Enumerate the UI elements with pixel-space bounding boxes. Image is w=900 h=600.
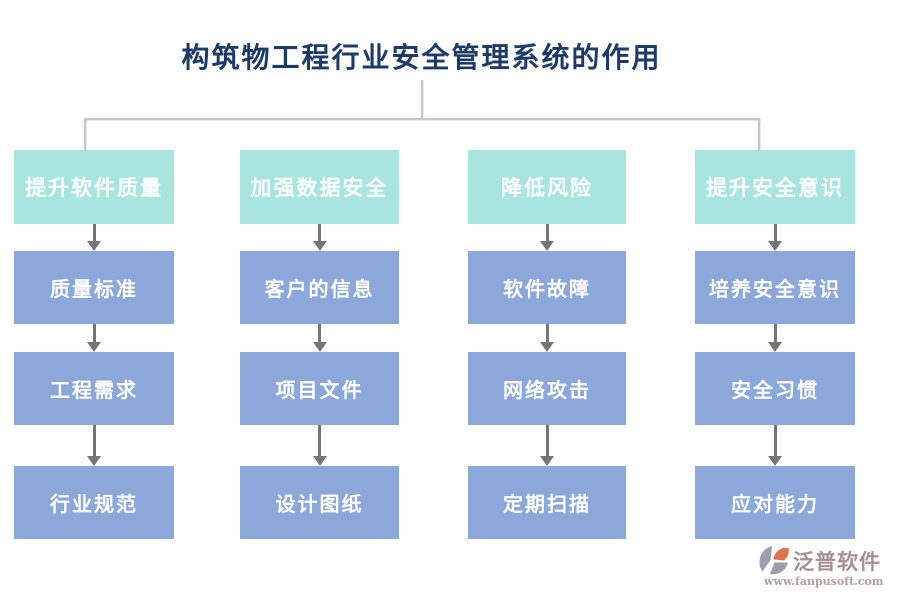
header-node: 提升软件质量 — [14, 150, 174, 224]
item-node: 设计图纸 — [240, 466, 399, 539]
item-node: 行业规范 — [14, 466, 174, 539]
down-arrow-icon — [240, 224, 399, 251]
header-node: 降低风险 — [468, 150, 626, 224]
connector-left-drop-line — [84, 118, 86, 150]
down-arrow-icon — [14, 224, 174, 251]
column-improve-safety-awareness: 提升安全意识 培养安全意识 安全习惯 应对能力 — [695, 150, 855, 539]
item-node: 项目文件 — [240, 352, 399, 425]
down-arrow-icon — [468, 425, 626, 466]
item-node: 工程需求 — [14, 352, 174, 425]
connector-right-drop-line — [758, 118, 760, 150]
down-arrow-icon — [468, 324, 626, 352]
item-node: 质量标准 — [14, 251, 174, 324]
page-title: 构筑物工程行业安全管理系统的作用 — [181, 41, 662, 74]
header-node: 加强数据安全 — [240, 150, 399, 224]
connector-stem-line — [421, 80, 423, 118]
column-strengthen-data-security: 加强数据安全 客户的信息 项目文件 设计图纸 — [240, 150, 399, 539]
item-node: 软件故障 — [468, 251, 626, 324]
down-arrow-icon — [695, 425, 855, 466]
vendor-logo: 泛普软件 www.fanpusoft.com — [758, 545, 894, 588]
down-arrow-icon — [695, 324, 855, 352]
down-arrow-icon — [14, 324, 174, 352]
column-improve-software-quality: 提升软件质量 质量标准 工程需求 行业规范 — [14, 150, 174, 539]
item-node: 培养安全意识 — [695, 251, 855, 324]
vendor-url: www.fanpusoft.com — [764, 575, 884, 588]
down-arrow-icon — [695, 224, 855, 251]
fanpu-pinwheel-icon — [759, 546, 789, 575]
header-node: 提升安全意识 — [695, 150, 855, 224]
connector-horizontal-line — [84, 118, 760, 120]
down-arrow-icon — [14, 425, 174, 466]
vendor-name: 泛普软件 — [793, 549, 881, 574]
down-arrow-icon — [240, 425, 399, 466]
item-node: 定期扫描 — [468, 466, 626, 539]
down-arrow-icon — [240, 324, 399, 352]
down-arrow-icon — [468, 224, 626, 251]
column-reduce-risk: 降低风险 软件故障 网络攻击 定期扫描 — [468, 150, 626, 539]
item-node: 安全习惯 — [695, 352, 855, 425]
item-node: 客户的信息 — [240, 251, 399, 324]
item-node: 应对能力 — [695, 466, 855, 539]
item-node: 网络攻击 — [468, 352, 626, 425]
